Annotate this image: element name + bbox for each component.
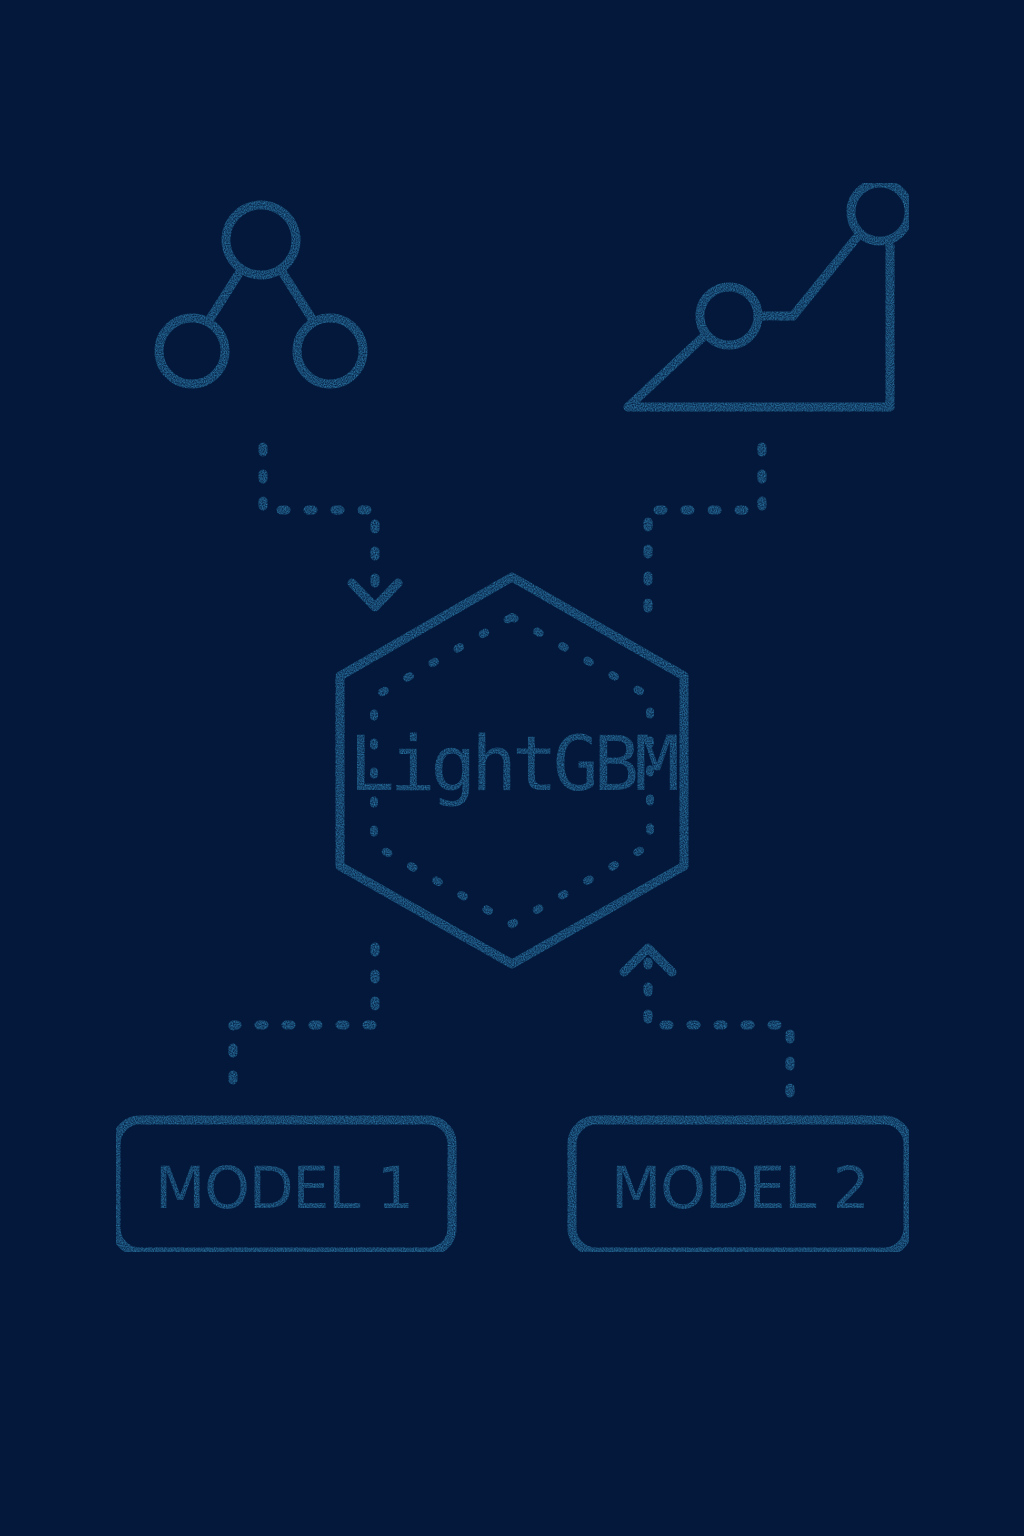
lightgbm-hexagon: LightGBM xyxy=(335,572,689,969)
tree-left-edge xyxy=(203,265,246,327)
connector-model-2-to-center xyxy=(619,943,795,1098)
connector-tree-to-center xyxy=(258,442,403,612)
hexagon-dotted-border xyxy=(370,612,654,929)
connector-tree-path xyxy=(258,442,380,603)
model-2-label: MODEL 2 xyxy=(611,1154,869,1222)
model-1-box: MODEL 1 xyxy=(111,1115,457,1257)
tree-right-edge xyxy=(276,265,319,327)
connector-model-1-path xyxy=(228,942,380,1100)
connector-chart-path xyxy=(643,442,767,617)
tree-right-node xyxy=(292,313,368,389)
trend-chart-low-point xyxy=(695,282,763,350)
trend-chart-line xyxy=(755,232,862,321)
model-2-box: MODEL 2 xyxy=(567,1115,913,1257)
tree-root-node xyxy=(221,200,301,280)
model-1-border xyxy=(111,1115,457,1257)
center-node-label: LightGBM xyxy=(349,719,677,808)
trend-chart-icon xyxy=(623,178,914,412)
tree-icon xyxy=(154,200,368,389)
arrow-down-icon xyxy=(347,578,403,612)
tree-left-node xyxy=(154,313,230,389)
arrow-up-icon xyxy=(619,943,677,977)
model-2-border xyxy=(567,1115,913,1257)
connector-model-2-path xyxy=(643,957,795,1098)
trend-chart-outline xyxy=(623,241,895,412)
trend-chart-high-point xyxy=(846,178,914,246)
connector-chart-to-center xyxy=(643,442,767,617)
model-1-label: MODEL 1 xyxy=(155,1154,413,1222)
connector-center-to-model-1 xyxy=(228,942,380,1100)
hexagon-outline xyxy=(335,572,689,969)
